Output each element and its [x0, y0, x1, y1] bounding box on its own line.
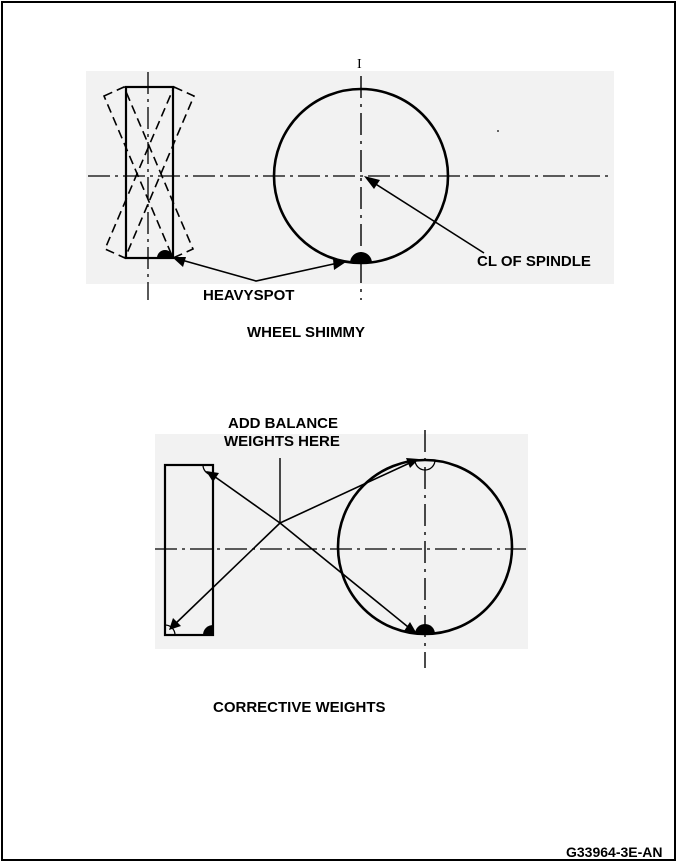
cl-of-spindle-label: CL OF SPINDLE	[477, 253, 591, 270]
bottom-wheel-heavy-spot	[415, 624, 435, 634]
bottom-tire-side-view	[163, 463, 215, 637]
arrow-to-tire-bottom	[172, 522, 281, 627]
heavyspot-arrowhead-right	[333, 259, 346, 270]
arrow-to-wheel-bottom	[279, 522, 414, 632]
tire-wobble-left	[102, 85, 195, 260]
heavyspot-arrowhead-left	[172, 257, 186, 267]
corrective-weights-caption: CORRECTIVE WEIGHTS	[213, 699, 386, 716]
wheel-shimmy-diagram	[86, 71, 614, 300]
wheel-shimmy-caption: WHEEL SHIMMY	[247, 324, 366, 341]
add-balance-label-line1: ADD BALANCE	[228, 415, 338, 432]
cl-spindle-arrowhead	[364, 176, 380, 189]
arrow-to-wheel-bottom-head	[404, 622, 417, 634]
arrow-to-wheel-top-head	[406, 458, 419, 468]
add-balance-label-line2: WEIGHTS HERE	[224, 433, 340, 450]
bottom-tire-heavy-spot	[203, 625, 213, 635]
wheel-heavy-spot	[350, 252, 372, 263]
bottom-panel-background	[155, 434, 528, 649]
tire-wobble-right	[103, 85, 196, 260]
tire-side-view	[124, 85, 175, 260]
weight-marker-wheel-top	[414, 459, 436, 471]
stray-mark	[497, 130, 499, 132]
cl-spindle-leader	[373, 182, 485, 254]
corrective-weights-diagram	[155, 430, 528, 668]
heavyspot-leader	[177, 258, 339, 282]
heavyspot-label: HEAVYSPOT	[203, 287, 295, 304]
arrow-to-wheel-top	[279, 460, 415, 524]
arrow-to-tire-top-head	[206, 471, 219, 482]
arrow-to-tire-top	[210, 473, 281, 524]
figure-id: G33964-3E-AN	[566, 844, 663, 860]
centerline-mark: I	[357, 57, 362, 72]
tire-heavy-spot	[157, 250, 173, 258]
arrow-to-tire-bottom-head	[169, 618, 181, 630]
